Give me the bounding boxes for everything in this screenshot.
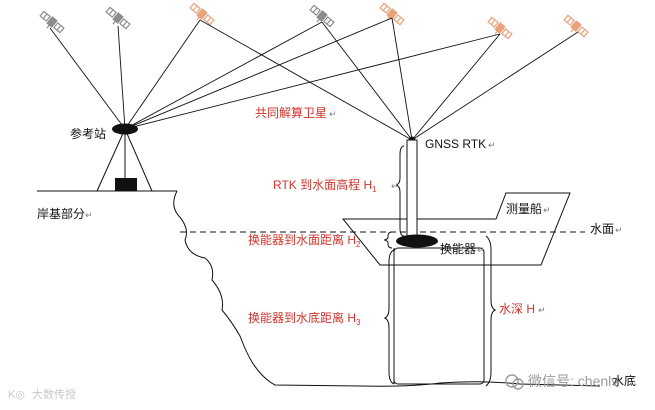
paragraph-mark-rtk: ↵ [391,181,399,191]
brace-h3 [383,249,395,385]
paragraph-mark-water: ↵ [615,225,623,235]
paragraph-mark-ship: ↵ [543,205,551,215]
signal-lines [49,17,579,141]
paragraph-mark-gnss: ↵ [488,140,496,150]
measurement-braces [383,145,497,387]
satellite-4-icon [309,4,335,28]
shore-and-seabed [37,190,601,387]
gnss-rtk-assembly [396,136,438,248]
water-bottom-label: 水底 [612,373,636,388]
reference-station [96,123,153,192]
satellite-7-icon [563,14,589,38]
paragraph-mark-depth: ↵ [538,305,546,315]
paragraph-mark-satellites: ↵ [329,109,337,119]
survey-ship [341,192,571,266]
satellite-6-icon [487,16,513,40]
depth-measurement-frame [393,247,485,385]
water-surface-label: 水面 [590,222,614,236]
watermarks: 微信号: chenlv K◎ 大数传授 [8,373,618,401]
brace-h1 [395,145,405,237]
common-satellites-label: 共同解算卫星 [255,105,327,120]
transducer-label: 换能器 [440,242,476,256]
brace-h [485,235,497,387]
gnss-rtk-pole [406,139,418,238]
water-depth-label: 水深 H [499,302,535,316]
brace-h2 [383,231,393,249]
gnss-rtk-label: GNSS RTK [425,137,486,151]
wechat-watermark: 微信号: chenlv [528,373,618,389]
transducer-body [396,234,438,248]
satellites-group [39,2,589,40]
shore-label: 岸基部分 [37,206,85,221]
survey-ship-label: 测量船 [506,202,542,216]
reference-station-label: 参考站 [70,126,106,141]
paragraph-mark-shore: ↵ [85,210,93,220]
paragraph-mark-transducer: ↵ [477,245,485,255]
seabed-contour [173,190,601,387]
reference-receiver-box [115,178,137,191]
ship-hull [341,192,571,266]
labels: 参考站 岸基部分 ↵ 共同解算卫星 ↵ GNSS RTK ↵ RTK 到水面高程… [37,105,636,388]
transducer-to-surface-label: 换能器到水面距离 H2 [248,232,361,249]
satellite-2-icon [105,6,131,30]
transducer-to-bottom-label: 换能器到水底距离 H3 [248,310,361,327]
depth-column [393,247,485,385]
site-watermark: 大数传授 [32,387,76,401]
site-watermark-logo: K◎ [8,389,25,401]
satellite-3-icon [189,2,215,26]
satellite-5-icon [379,2,405,26]
wechat-logo-icon [505,374,519,388]
satellite-1-icon [39,10,65,34]
rtk-height-label: RTK 到水面高程 H1 [273,177,377,194]
